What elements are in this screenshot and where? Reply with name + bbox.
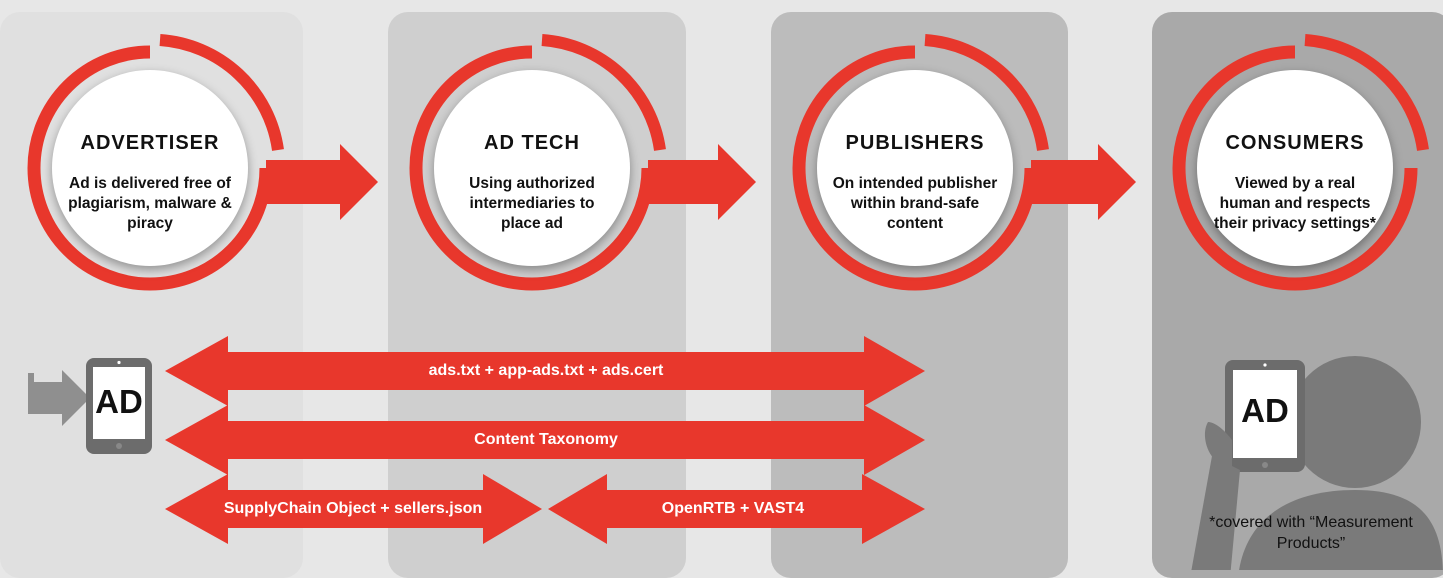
consumer-hand: [1204, 422, 1232, 468]
ring-consumers: [1172, 34, 1429, 291]
stage-circle-advertiser: ADVERTISER Ad is delivered free of plagi…: [52, 70, 248, 266]
stage-title-consumers: CONSUMERS: [1225, 132, 1365, 154]
bar-ads-txt-shape: [165, 336, 925, 406]
bar-label-supply-chain: SupplyChain Object + sellers.json: [223, 500, 483, 517]
footnote: *covered with “Measurement Products”: [1209, 514, 1413, 552]
person-body: [1239, 490, 1443, 570]
stage-title-advertiser: ADVERTISER: [80, 132, 220, 154]
grey-arrow-shape: [28, 370, 90, 426]
bar-label-content-taxonomy: Content Taxonomy: [474, 431, 618, 448]
ring-arrow-publishers: [792, 34, 1136, 291]
ring-arrow-advertiser: [27, 34, 378, 291]
stage-desc-advertiser: Ad is delivered free of plagiarism, malw…: [68, 175, 232, 232]
stage-circle-publishers: PUBLISHERS On intended publisher within …: [817, 70, 1013, 266]
stage-title-ad-tech: AD TECH: [484, 132, 580, 154]
consumer-arm: [1191, 456, 1240, 570]
stage-circle-ad-tech: AD TECH Using authorized intermediaries …: [434, 70, 630, 266]
stage-title-publishers: PUBLISHERS: [845, 132, 985, 154]
consumer-tablet-ad-label: AD: [1241, 392, 1289, 429]
bar-label-ads-txt: ads.txt + app-ads.txt + ads.cert: [428, 362, 664, 379]
stage-desc-consumers: Viewed by a real human and respects thei…: [1214, 175, 1376, 232]
person-head: [1289, 356, 1421, 488]
stage-desc-ad-tech: Using authorized intermediaries to place…: [469, 175, 595, 232]
tablet-ad-label: AD: [95, 383, 143, 420]
bar-supply-chain-shape: [165, 474, 542, 544]
tablet-screen: [93, 367, 145, 439]
consumer-tablet-screen: [1233, 370, 1297, 458]
ring-arrow-ad-tech: [409, 34, 756, 291]
bar-content-taxonomy-shape: [165, 405, 925, 475]
stage-desc-publishers: On intended publisher within brand-safe …: [832, 175, 998, 232]
bar-openrtb-shape: [548, 474, 925, 544]
stage-circle-consumers: CONSUMERS Viewed by a real human and res…: [1197, 70, 1393, 266]
bar-label-openrtb: OpenRTB + VAST4: [661, 500, 805, 517]
